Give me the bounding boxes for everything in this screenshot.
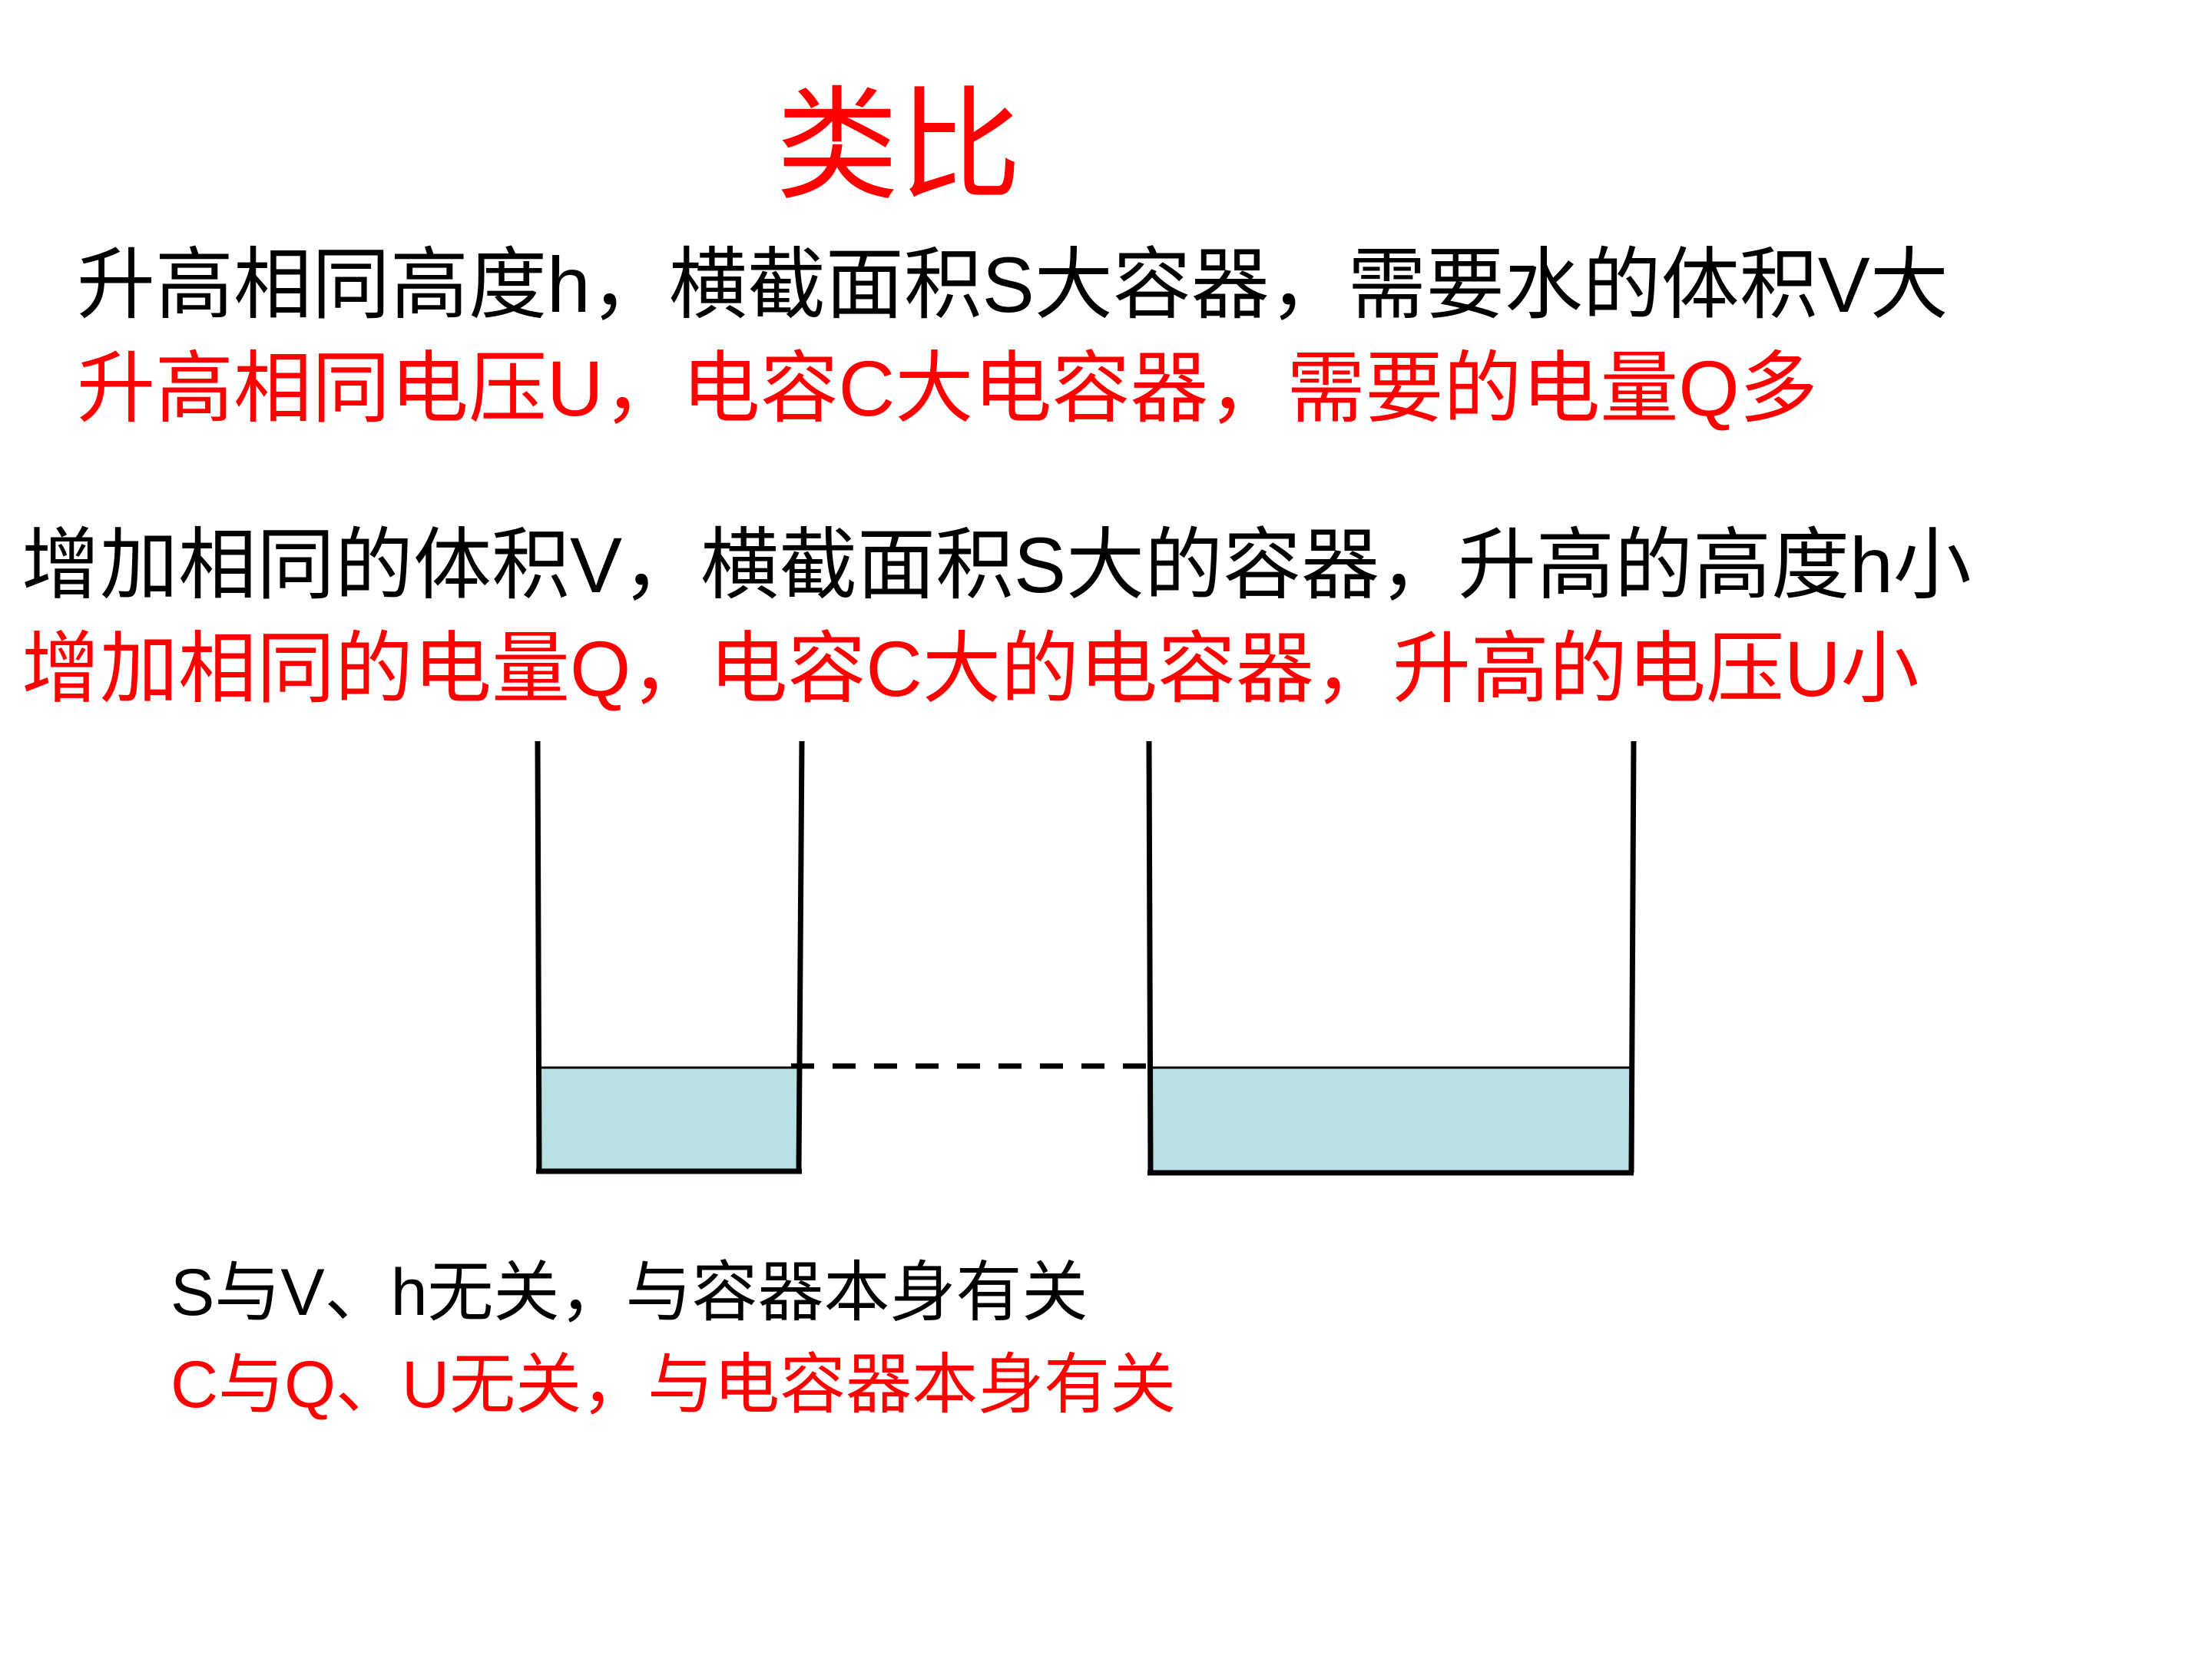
wide-container-water	[1149, 1066, 1634, 1173]
conclusion-capacitor: C与Q、U无关，与电容器本身有关	[171, 1348, 1177, 1422]
statement-capacitor-charge: 增加相同的电量Q，电容C大的电容器，升高的电压U小	[22, 625, 1919, 713]
wide-container-left-wall	[1146, 740, 1154, 1174]
slide-title: 类比	[776, 77, 1022, 214]
narrow-container-right-wall	[796, 740, 805, 1172]
wide-container	[1146, 740, 1637, 1176]
narrow-container	[535, 740, 805, 1174]
conclusion-water: S与V、h无关，与容器本身有关	[171, 1256, 1088, 1330]
wide-container-right-wall	[1628, 740, 1637, 1174]
statement-capacitor-voltage: 升高相同电压U，电容C大电容器，需要的电量Q多	[77, 345, 1818, 432]
narrow-container-water	[536, 1066, 800, 1173]
narrow-container-left-wall	[535, 740, 542, 1172]
statement-water-volume: 增加相同的体积V，横截面积S大的容器，升高的高度h小	[22, 522, 1972, 609]
statement-water-height: 升高相同高度h，横截面积S大容器，需要水的体积V大	[77, 241, 1949, 329]
